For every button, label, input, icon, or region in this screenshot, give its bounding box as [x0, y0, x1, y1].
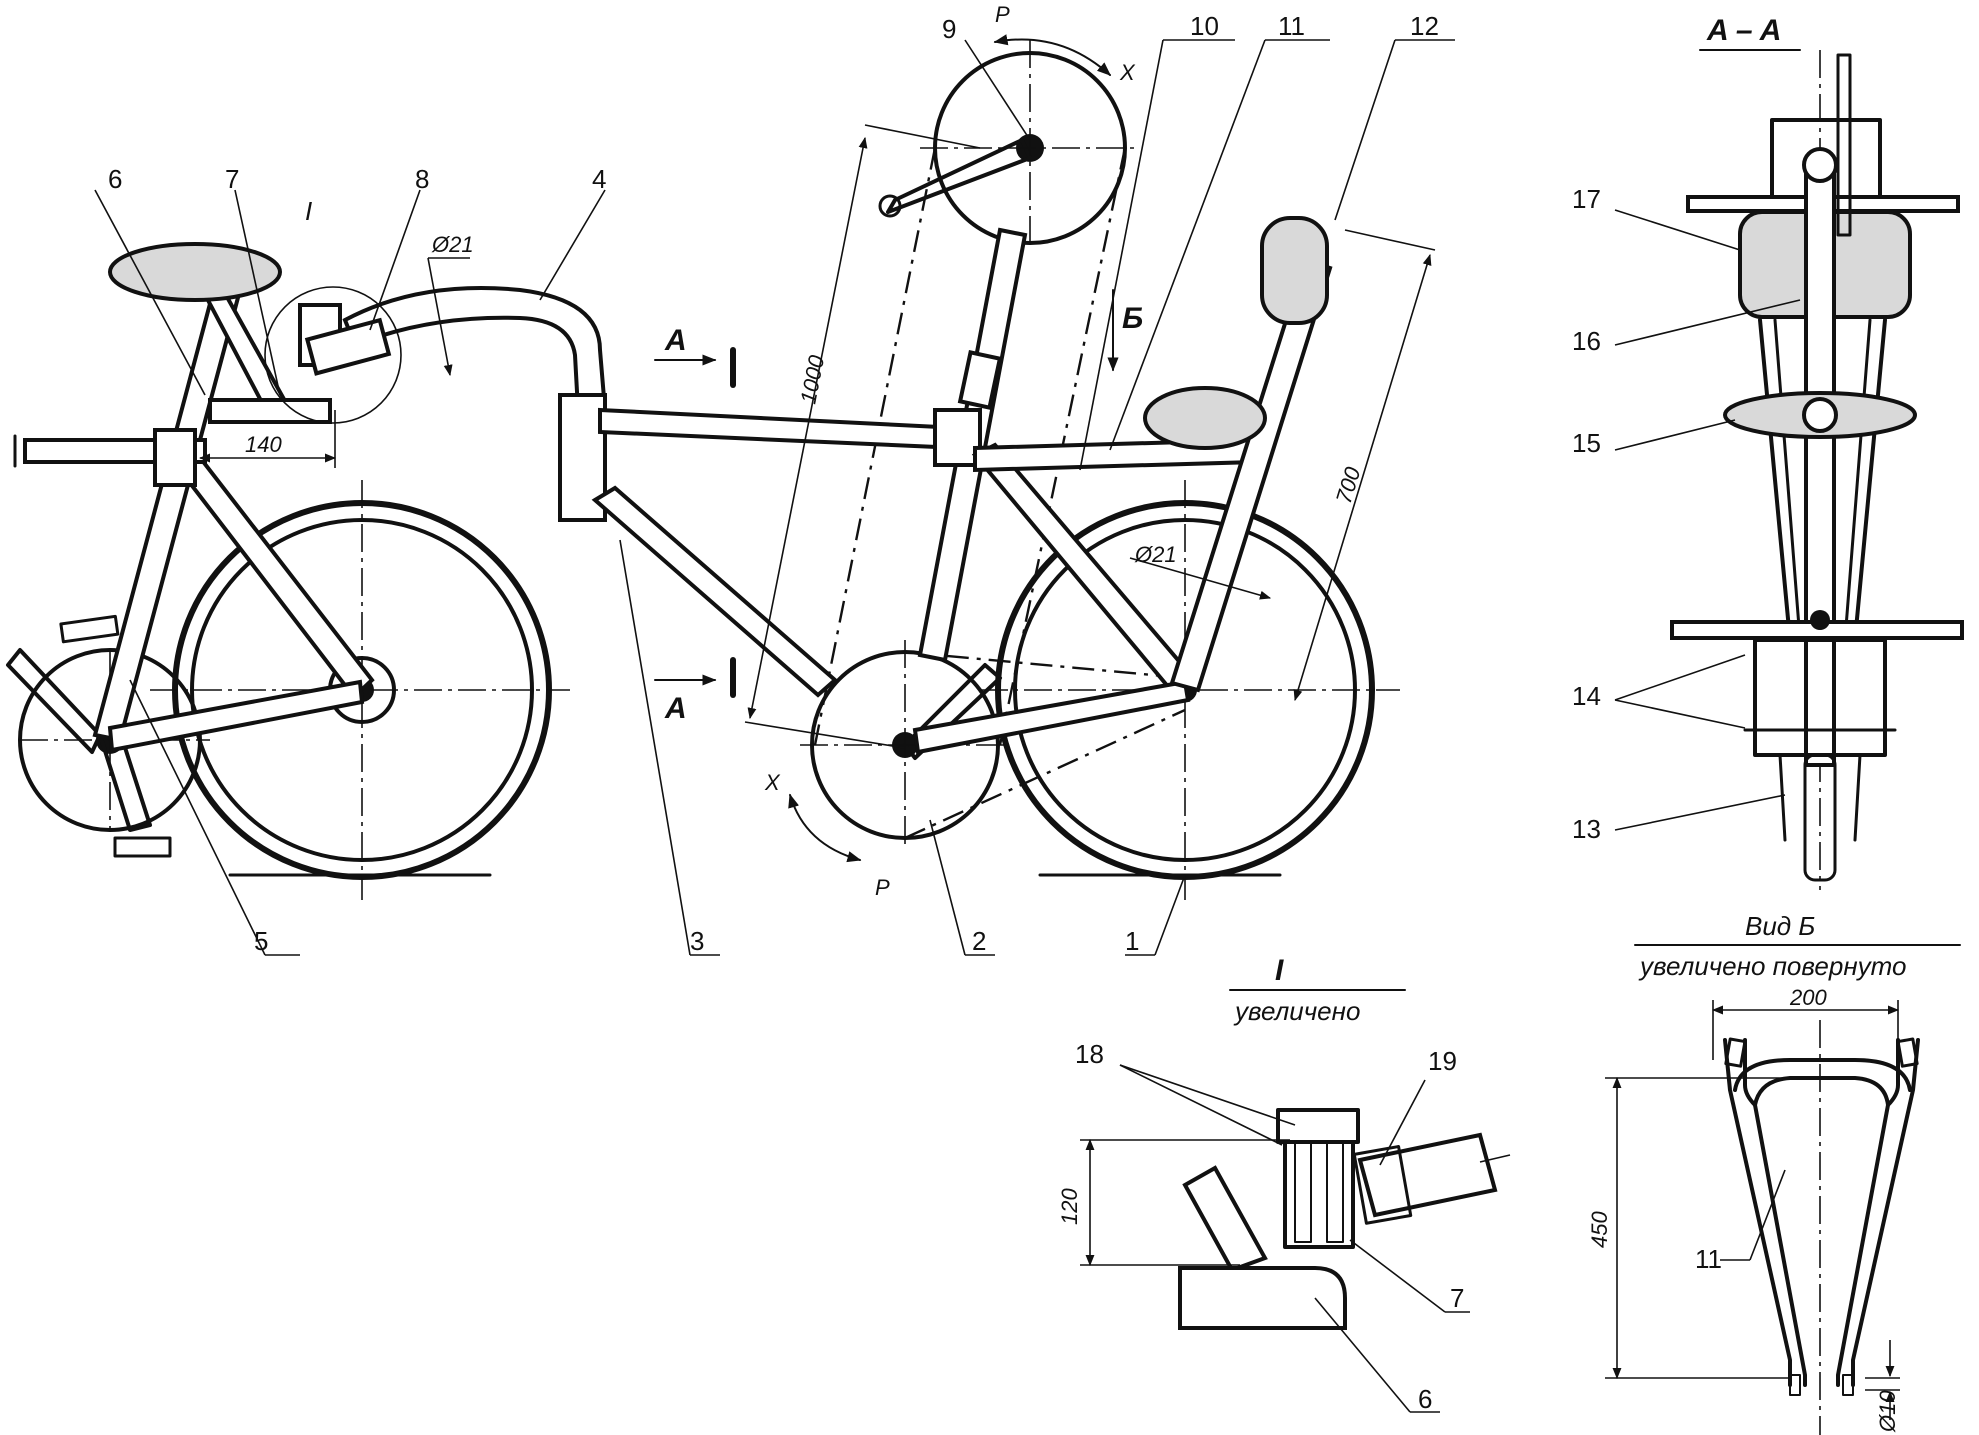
- part-label-10: 10: [1190, 11, 1219, 41]
- front-frame: [13, 242, 608, 753]
- section-a-bottom: A: [664, 692, 687, 725]
- rear-wheel: [980, 480, 1400, 900]
- view-b-subtitle: увеличено повернуто: [1638, 951, 1906, 981]
- view-b-width: 200: [1789, 985, 1827, 1010]
- section-aa-title: A – A: [1706, 14, 1781, 47]
- main-part-labels: 6 7 8 4 9 10 11 12 5 3: [94, 11, 1455, 956]
- view-b-arrow: Б: [1107, 289, 1143, 372]
- part-label-9: 9: [942, 14, 956, 44]
- middle-frame: [558, 216, 1333, 755]
- front-seat: [108, 242, 282, 302]
- part-label-6: 6: [108, 164, 122, 194]
- part-label-15: 15: [1572, 428, 1601, 458]
- part-label-8: 8: [415, 164, 429, 194]
- rotation-x-bottom: X: [764, 770, 781, 795]
- upper-sprocket-9: [878, 34, 1140, 250]
- detail-i-marker: I: [305, 196, 312, 226]
- detail-i-subtitle: увеличено: [1233, 996, 1360, 1026]
- detail-label-6: 6: [1418, 1384, 1432, 1414]
- dim-tube-diameter-rear: Ø21: [1134, 542, 1177, 567]
- dim-backrest-height: 700: [1331, 463, 1366, 506]
- section-aa-view: A – A 17 16 15: [1572, 14, 1964, 890]
- part-label-5: 5: [254, 926, 268, 956]
- front-wheel: [150, 480, 570, 900]
- view-b-label-11: 11: [1695, 1244, 1722, 1274]
- dim-tube-diameter-front: Ø21: [431, 232, 474, 257]
- rotation-x-top: X: [1119, 60, 1136, 85]
- detail-i-callout: [264, 286, 402, 424]
- main-dimensions: 140 Ø21 1000 700 Ø21: [198, 124, 1436, 749]
- part-label-14: 14: [1572, 681, 1601, 711]
- part-label-17: 17: [1572, 184, 1601, 214]
- part-label-4: 4: [592, 164, 606, 194]
- middle-sprocket-2: [800, 640, 1010, 850]
- lower-chain-bottom: [904, 708, 1186, 840]
- part-label-7: 7: [225, 164, 239, 194]
- part-label-3: 3: [690, 926, 704, 956]
- view-b-detail: Вид Б увеличено повернуто 200 450 Ø10: [1587, 911, 1961, 1435]
- view-b-title: Вид Б: [1745, 911, 1815, 941]
- part-label-19: 19: [1428, 1046, 1457, 1076]
- part-label-2: 2: [972, 926, 986, 956]
- dim-chain-span: 1000: [795, 352, 829, 406]
- detail-i-title: I: [1275, 954, 1284, 987]
- section-a-top: A: [664, 324, 687, 357]
- part-label-1: 1: [1125, 926, 1139, 956]
- section-aa-marker: A A: [654, 324, 736, 725]
- part-label-16: 16: [1572, 326, 1601, 356]
- view-b-rod-dim: Ø10: [1875, 1390, 1900, 1433]
- rotation-p-top: P: [995, 2, 1010, 27]
- main-side-view: A A Б 140 Ø21 1000 700: [6, 2, 1455, 956]
- detail-i-height: 120: [1057, 1188, 1082, 1225]
- part-label-11: 11: [1278, 11, 1305, 41]
- part-label-13: 13: [1572, 814, 1601, 844]
- detail-label-7: 7: [1450, 1283, 1464, 1313]
- rotation-p-bottom: P: [875, 875, 890, 900]
- part-label-18: 18: [1075, 1039, 1104, 1069]
- dim-seat-offset: 140: [245, 432, 282, 457]
- detail-i-view: I увеличено 120 18 19 7 6: [1057, 954, 1511, 1414]
- view-b-height: 450: [1587, 1211, 1612, 1248]
- part-label-12: 12: [1410, 11, 1439, 41]
- view-b-letter: Б: [1122, 302, 1143, 335]
- rear-seat: [1143, 386, 1267, 450]
- backrest: [1260, 216, 1329, 325]
- lower-chain-top: [904, 650, 1186, 680]
